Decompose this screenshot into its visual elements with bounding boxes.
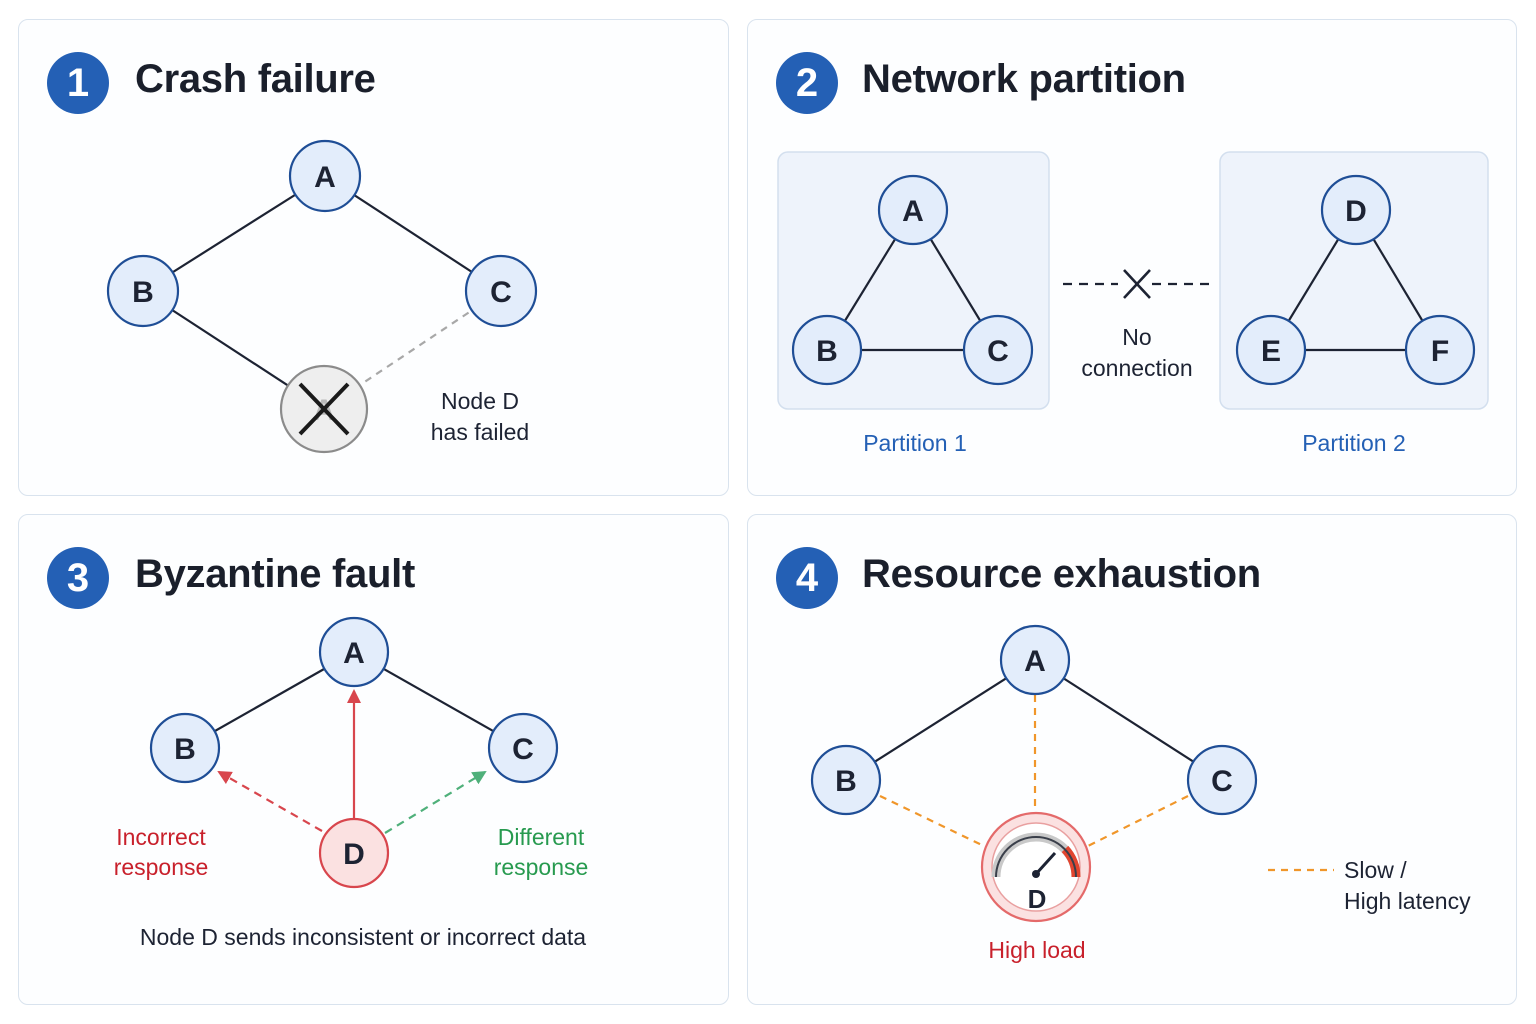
slow-link-b-d [879,795,987,848]
node-b [106,254,180,328]
node-c [464,254,538,328]
step-number-badge: 2 [776,52,838,114]
step-number-badge: 3 [47,547,109,609]
failure-caption-line2: has failed [431,419,529,445]
panel-byzantine-fault: 3 Byzantine fault A B C D Incorrect resp… [18,514,729,1005]
node-c-label: C [1211,765,1233,798]
arrow-d-to-c [384,770,487,834]
node-c [1186,744,1258,816]
step-number-badge: 1 [47,52,109,114]
no-connection-line2: connection [1081,355,1192,381]
incorrect-response-line2: response [114,854,209,880]
node-b-label: B [132,276,154,309]
panel-network-partition: 2 Network partition A B C D E F No conne… [747,19,1517,496]
p2-node-f-label: F [1431,335,1449,368]
partition-diagram: A B C D E F No connection Partition 1 Pa… [777,151,1489,456]
p1-node-c [962,314,1034,386]
p2-node-d-label: D [1345,195,1367,228]
panel-title: Network partition [862,57,1186,101]
node-c-label: C [512,733,534,766]
panel-resource-exhaustion: 4 Resource exhaustion A B C D High load … [747,514,1517,1005]
panel-crash-failure: 1 Crash failure A B C A Node D has faile… [18,19,729,496]
p2-node-f [1404,314,1476,386]
failure-caption-line1: Node D [441,388,519,414]
gauge-icon [991,832,1081,878]
p2-node-d [1320,174,1392,246]
arrow-d-to-b [217,771,323,832]
p1-node-b-label: B [816,335,838,368]
resource-diagram: A B C D High load Slow / High latency [810,624,1471,963]
incorrect-response-line1: Incorrect [116,824,206,850]
legend-label-line2: High latency [1344,888,1471,914]
byzantine-diagram: A B C D Incorrect response Different res… [114,616,589,950]
different-response-line2: response [494,854,589,880]
disconnect-x-icon [1123,269,1151,299]
node-a [318,616,390,688]
slow-link-c-d [1085,795,1189,848]
node-a-label: A [1024,645,1046,678]
high-load-label: High load [988,937,1085,963]
node-b-label: B [835,765,857,798]
partition-1-label: Partition 1 [863,430,967,456]
failure-cross-icon [298,382,350,436]
node-a [288,139,362,213]
p2-node-e-label: E [1261,335,1281,368]
node-d-faulty [318,817,390,889]
crash-diagram: A B C A Node D has failed [106,139,538,454]
panel-title: Crash failure [135,57,376,101]
node-d-label: D [343,838,365,871]
node-d-label: D [1028,884,1047,914]
edge-c-d-lost [323,290,502,410]
node-a-label: A [314,161,336,194]
node-a [999,624,1071,696]
legend-label-line1: Slow / [1344,857,1407,883]
partition-2-label: Partition 2 [1302,430,1406,456]
byzantine-caption: Node D sends inconsistent or incorrect d… [140,924,586,950]
p1-node-c-label: C [987,335,1009,368]
node-b-label: B [174,733,196,766]
node-c-label: C [490,276,512,309]
p2-node-e [1235,314,1307,386]
no-connection-line1: No [1122,324,1151,350]
panel-title: Resource exhaustion [862,552,1261,596]
node-c [487,712,559,784]
node-a-label: A [343,637,365,670]
node-b [810,744,882,816]
different-response-line1: Different [498,824,585,850]
node-b [149,712,221,784]
step-number-badge: 4 [776,547,838,609]
p1-node-a [877,174,949,246]
p1-node-b [791,314,863,386]
p1-node-a-label: A [902,195,924,228]
panel-title: Byzantine fault [135,552,415,596]
